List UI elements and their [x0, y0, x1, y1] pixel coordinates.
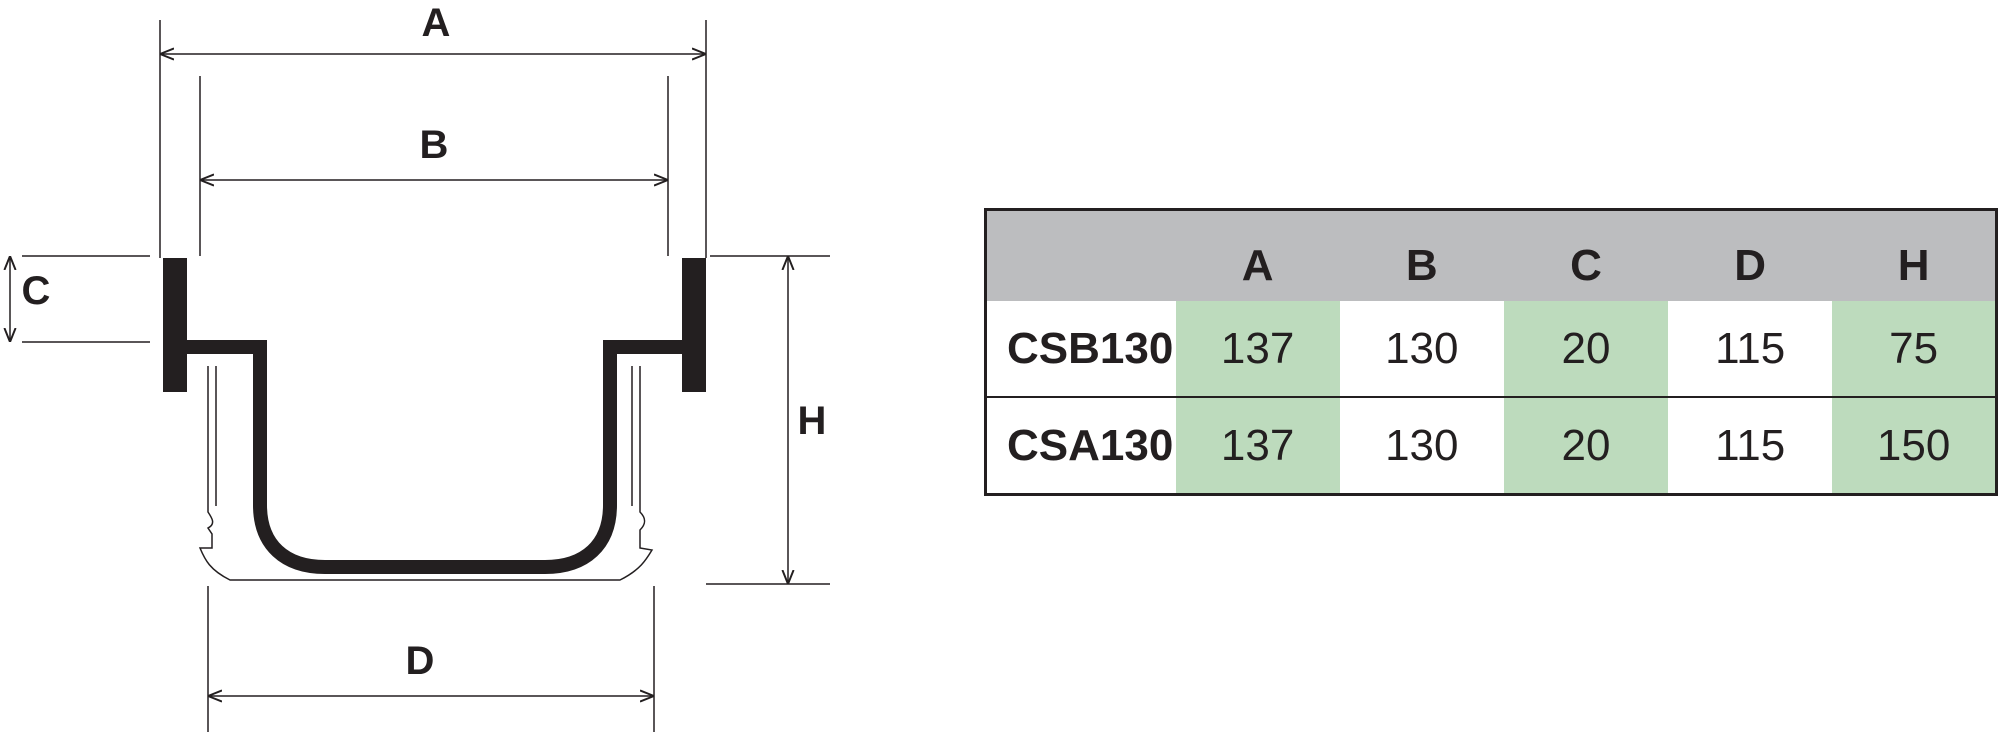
dimension-a — [159, 20, 707, 258]
right-flange — [682, 258, 706, 392]
table-row: CSB130 137 130 20 115 75 — [985, 301, 1997, 398]
dimension-c — [10, 255, 150, 343]
dimensions-table: A B C D H CSB130 137 130 20 115 75 CSA13… — [984, 208, 1998, 496]
header-a: A — [1175, 209, 1340, 301]
dimension-h-label: H — [798, 399, 827, 443]
header-d: D — [1668, 209, 1833, 301]
cell-c: 20 — [1503, 397, 1669, 495]
cell-d: 115 — [1715, 420, 1786, 470]
cell-d: 115 — [1668, 301, 1833, 398]
dimension-h — [706, 255, 830, 585]
header-c: C — [1503, 209, 1669, 301]
dimension-b-label: B — [420, 123, 449, 167]
dimension-c-label: C — [22, 269, 51, 313]
cell-b: 130 — [1385, 420, 1459, 470]
cell-a: 137 — [1175, 397, 1340, 495]
cell-a: 137 — [1175, 301, 1340, 398]
row-model: CSA130 — [1007, 420, 1174, 470]
header-h: H — [1832, 209, 1997, 301]
channel-profile — [182, 340, 688, 574]
table-row: CSA130 137 130 20 115 150 — [986, 397, 1997, 495]
header-b: B — [1339, 209, 1504, 301]
channel-cross-section-diagram: A B C H D — [0, 1, 830, 732]
row-model: CSB130 — [985, 301, 1176, 398]
channel-outline — [198, 366, 654, 581]
dimension-a-label: A — [422, 1, 451, 45]
dimension-b — [199, 76, 669, 256]
left-flange — [163, 258, 187, 392]
table-header-row: A B C D H — [985, 209, 1997, 301]
cell-b: 130 — [1339, 301, 1504, 398]
cell-h: 150 — [1832, 397, 1997, 495]
dimension-d-label: D — [406, 639, 435, 683]
cell-h: 75 — [1832, 301, 1997, 398]
cell-c: 20 — [1503, 301, 1669, 398]
dimension-d — [207, 586, 655, 732]
header-model — [985, 209, 1176, 301]
